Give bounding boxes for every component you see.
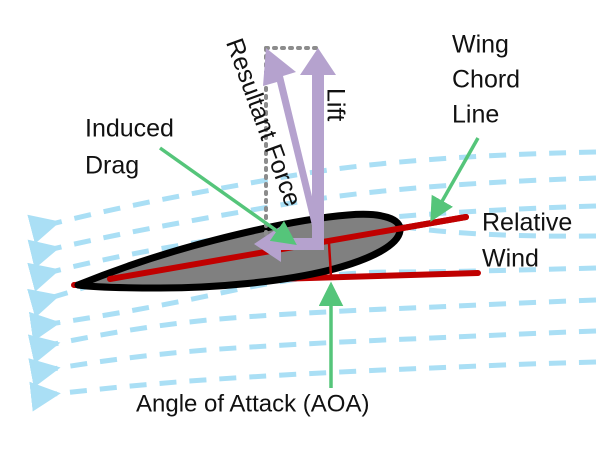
relative-wind-label-line1: Relative [482, 209, 572, 237]
resultant-force-vector [263, 48, 323, 246]
streamline-lower-1 [28, 265, 597, 342]
wing-chord-line-label-line2: Chord [452, 66, 520, 94]
streamline-upper-2 [27, 175, 597, 269]
streamline-upper-1 [27, 149, 597, 244]
wing-chord-line-pointer-arrow [430, 137, 480, 223]
streamline-lower-3 [28, 328, 597, 388]
lift-force-vector [300, 48, 336, 250]
relative-wind-label-line2: Wind [482, 245, 539, 273]
lift-label: Lift [321, 88, 349, 121]
induced-drag-label-line1: Induced [85, 115, 174, 143]
streamline-lower-2 [27, 297, 597, 364]
induced-drag-label-line2: Drag [85, 152, 139, 180]
angle-of-attack-marker [327, 242, 333, 277]
angle-of-attack-label: Angle of Attack (AOA) [136, 390, 369, 417]
wing-chord-line-label-line1: Wing [452, 31, 509, 59]
wing-chord-line-label-line3: Line [452, 101, 499, 129]
induced-drag-pointer-arrow [158, 146, 297, 246]
